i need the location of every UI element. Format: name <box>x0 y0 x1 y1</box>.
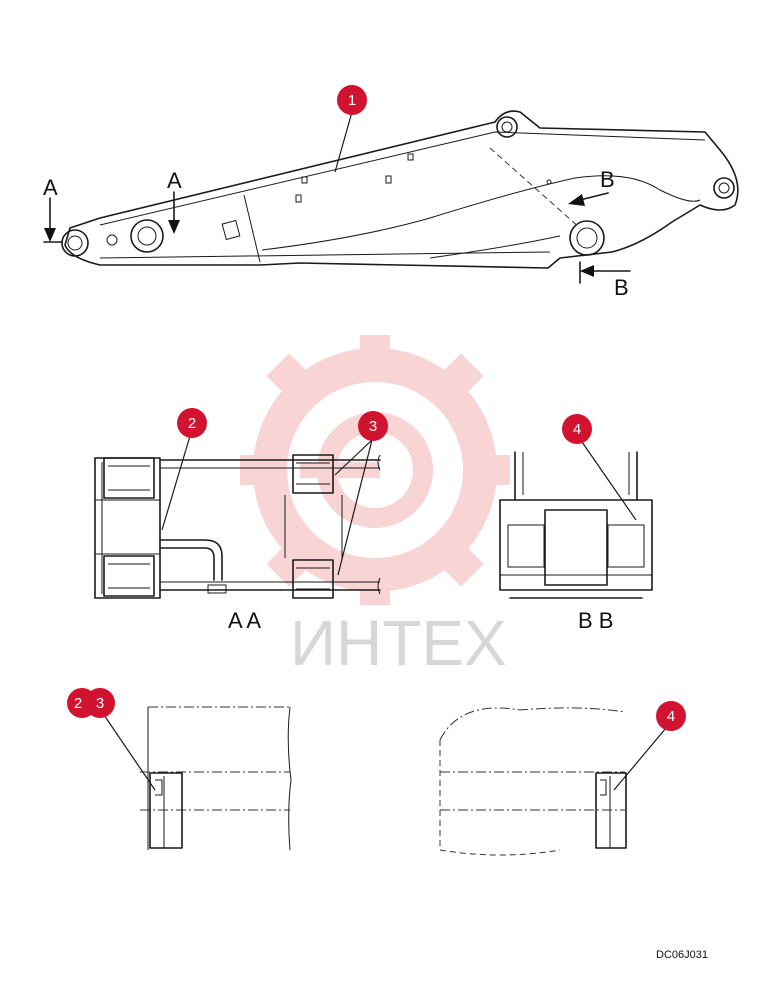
svg-text:B: B <box>600 167 615 192</box>
leader-3b <box>337 439 373 576</box>
boom-side-view <box>61 110 739 269</box>
svg-text:2: 2 <box>74 695 82 712</box>
view-label-bb: B B <box>578 608 613 633</box>
watermark-text: ИНТЕХ <box>290 607 507 679</box>
svg-text:A: A <box>43 175 58 200</box>
leader-4b <box>613 727 667 791</box>
drawing-code: DC06J031 <box>656 949 708 961</box>
section-aa-view <box>94 454 381 599</box>
leader-23 <box>101 711 156 791</box>
callout-2: 2 <box>177 408 207 438</box>
section-marker-a-right: A <box>167 168 182 234</box>
bushing-detail-right <box>439 707 627 856</box>
leader-1 <box>334 111 353 173</box>
view-label-aa: A A <box>228 608 261 633</box>
watermark-logo <box>240 335 510 605</box>
callout-1: 1 <box>337 85 367 115</box>
section-marker-b-bottom: B <box>579 261 631 300</box>
leader-4 <box>581 441 637 521</box>
callout-4-detail: 4 <box>656 701 686 731</box>
svg-text:1: 1 <box>348 92 356 109</box>
svg-text:3: 3 <box>369 418 377 435</box>
section-bb-view <box>499 451 653 599</box>
svg-text:2: 2 <box>188 415 196 432</box>
leader-3a <box>334 439 373 476</box>
svg-text:4: 4 <box>573 421 581 438</box>
callout-4: 4 <box>562 414 592 444</box>
bushing-detail-left <box>140 706 292 851</box>
callout-3: 3 <box>358 411 388 441</box>
svg-text:A: A <box>167 168 182 193</box>
svg-text:3: 3 <box>96 695 104 712</box>
leader-2 <box>161 435 191 531</box>
callout-3-detail: 3 <box>85 688 115 718</box>
svg-text:B: B <box>614 275 629 300</box>
section-marker-b-top: B <box>568 167 615 206</box>
section-marker-a-left: A <box>43 175 63 243</box>
svg-text:4: 4 <box>667 708 675 725</box>
